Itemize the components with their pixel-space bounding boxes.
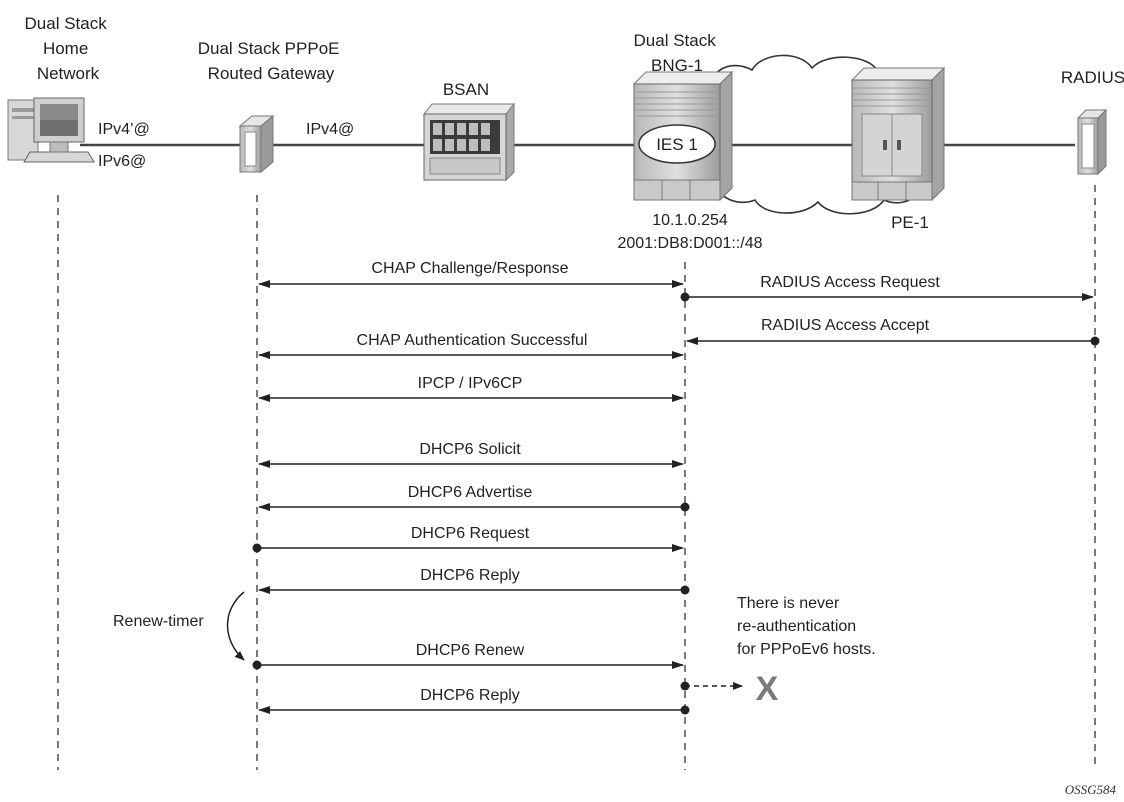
msg-dhcp6-request: DHCP6 Request — [411, 525, 530, 542]
reauth-note: There is never re-authentication for PPP… — [737, 595, 876, 658]
msg-ipcp: IPCP / IPv6CP — [418, 375, 523, 392]
computer-icon — [7, 97, 95, 163]
msg-chap-challenge: CHAP Challenge/Response — [371, 260, 568, 277]
msg-radius-request: RADIUS Access Request — [760, 274, 940, 291]
lifelines — [57, 185, 1096, 770]
msg-dhcp6-solicit: DHCP6 Solicit — [419, 441, 521, 458]
origin-dots — [252, 292, 1100, 715]
ipv4-gateway-label: IPv4@ — [306, 121, 354, 138]
radius-label: RADIUS — [1061, 68, 1124, 87]
ies-ellipse — [638, 124, 716, 164]
msg-radius-accept: RADIUS Access Accept — [761, 317, 930, 334]
ipv4-home-label: IPv4’@ — [98, 121, 150, 138]
bng-ipv4-address: 10.1.0.254 — [652, 212, 728, 229]
figure-code: OSSG584 — [1065, 782, 1117, 797]
pe-router-icon — [850, 66, 946, 202]
bng-ipv6-prefix: 2001:DB8:D001::/48 — [618, 235, 763, 252]
ipv6-home-label: IPv6@ — [98, 153, 146, 170]
msg-dhcp6-advertise: DHCP6 Advertise — [408, 484, 533, 501]
msg-dhcp6-reply: DHCP6 Reply — [420, 567, 520, 584]
pe-label: PE-1 — [891, 213, 929, 232]
home-network-label: Dual Stack Home Network — [25, 14, 112, 83]
gateway-router-icon — [238, 114, 275, 174]
renew-timer-arc — [226, 591, 245, 661]
gateway-label: Dual Stack PPPoE Routed Gateway — [198, 39, 344, 83]
dropped-x-mark: X — [756, 670, 779, 708]
msg-dhcp6-renew: DHCP6 Renew — [416, 642, 525, 659]
bng-label: Dual Stack BNG-1 — [634, 31, 721, 75]
renew-timer-label: Renew-timer — [113, 613, 204, 630]
msg-chap-success: CHAP Authentication Successful — [357, 332, 588, 349]
msg-dhcp6-reply-2: DHCP6 Reply — [420, 687, 520, 704]
bsan-label: BSAN — [443, 80, 489, 99]
ies-label: IES 1 — [656, 135, 698, 154]
radius-server-icon — [1076, 108, 1108, 176]
bsan-switch-icon — [422, 102, 516, 182]
